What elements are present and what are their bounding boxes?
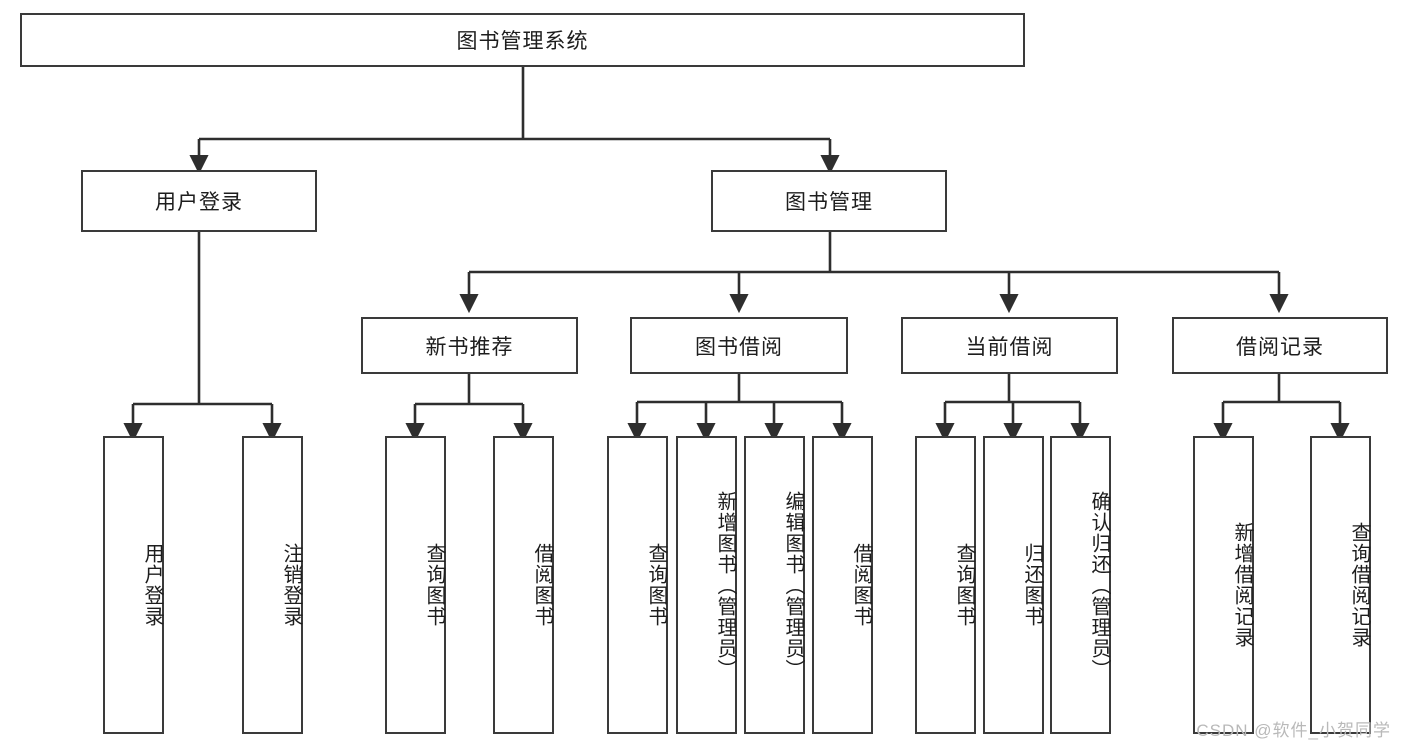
node-label: 图书管理 [785,191,873,214]
node-label: 确认归还（管理员） [1088,490,1110,680]
node-label: 查询借阅记录 [1348,522,1370,648]
node-label: 用户登录 [141,543,163,627]
leaf-borrow-books-recommendation[interactable]: 借阅图书 [493,436,554,734]
leaf-query-borrow-record[interactable]: 查询借阅记录 [1310,436,1371,734]
node-root-book-management-system[interactable]: 图书管理系统 [20,13,1025,67]
node-label: 查询图书 [423,543,445,627]
leaf-user-login[interactable]: 用户登录 [103,436,164,734]
node-label: 借阅图书 [531,543,553,627]
node-user-login[interactable]: 用户登录 [81,170,317,232]
node-label: 借阅图书 [850,543,872,627]
node-label: 编辑图书（管理员） [782,490,804,680]
leaf-add-borrow-record[interactable]: 新增借阅记录 [1193,436,1254,734]
node-label: 图书借阅 [695,335,783,359]
leaf-logout[interactable]: 注销登录 [242,436,303,734]
node-label: 新书推荐 [425,335,514,359]
leaf-return-books[interactable]: 归还图书 [983,436,1044,734]
node-label: 用户登录 [155,191,243,214]
node-book-management[interactable]: 图书管理 [711,170,947,232]
node-borrow-records[interactable]: 借阅记录 [1172,317,1388,374]
leaf-add-book-admin[interactable]: 新增图书（管理员） [676,436,737,734]
node-label: 当前借阅 [965,335,1054,359]
node-label: 注销登录 [280,543,302,627]
leaf-edit-book-admin[interactable]: 编辑图书（管理员） [744,436,805,734]
leaf-query-books-borrowing[interactable]: 查询图书 [607,436,668,734]
node-book-borrowing[interactable]: 图书借阅 [630,317,848,374]
node-label: 查询图书 [645,543,667,627]
node-label: 归还图书 [1021,543,1043,627]
node-current-borrowing[interactable]: 当前借阅 [901,317,1118,374]
node-label: 新增图书（管理员） [714,490,736,680]
leaf-borrow-books-borrowing[interactable]: 借阅图书 [812,436,873,734]
node-label: 新增借阅记录 [1231,522,1253,648]
watermark-text: CSDN @软件_小贺同学 [1196,721,1391,740]
node-label: 图书管理系统 [456,30,589,53]
leaf-query-books-current[interactable]: 查询图书 [915,436,976,734]
node-new-book-recommendation[interactable]: 新书推荐 [361,317,578,374]
leaf-confirm-return-admin[interactable]: 确认归还（管理员） [1050,436,1111,734]
node-label: 查询图书 [953,543,975,627]
node-label: 借阅记录 [1236,335,1324,359]
leaf-query-books-recommendation[interactable]: 查询图书 [385,436,446,734]
